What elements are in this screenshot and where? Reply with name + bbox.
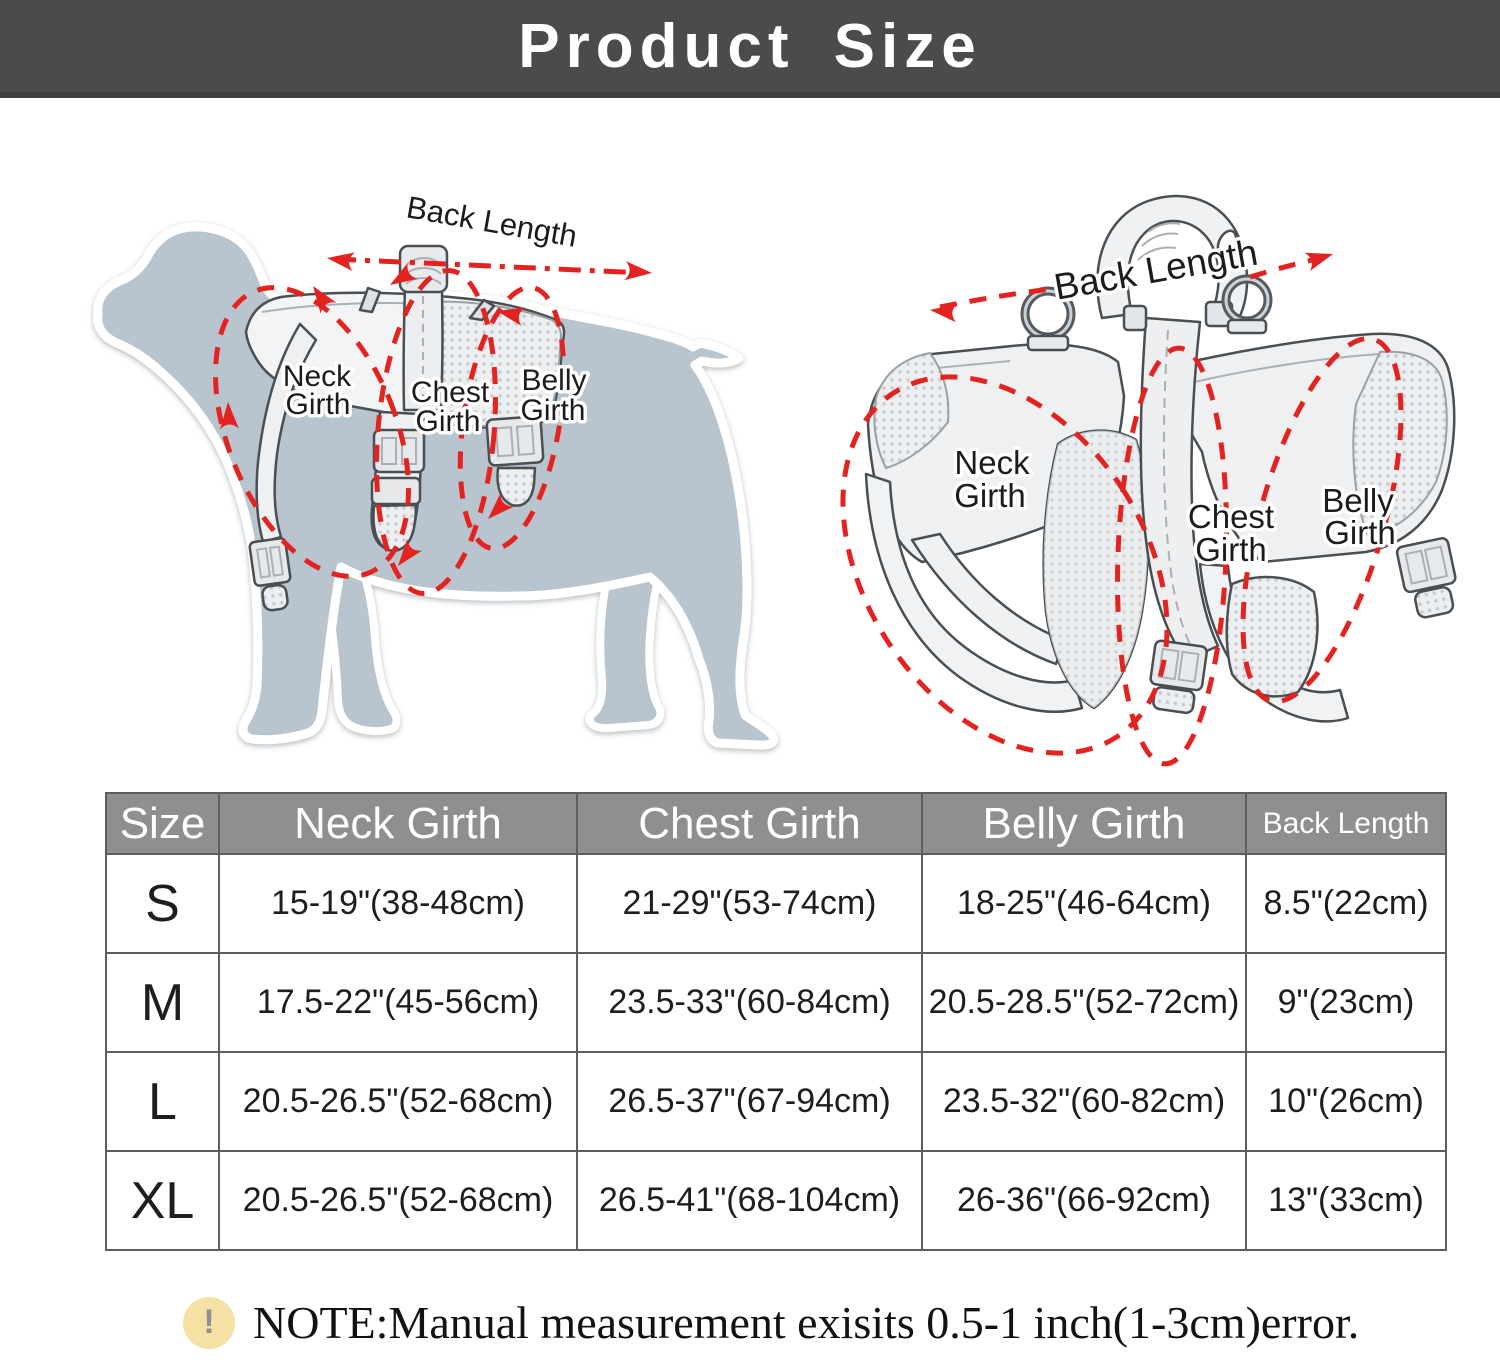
- size-xl-back-length: 13"(33cm): [1247, 1152, 1445, 1249]
- harness-neck-girth-label-line1: Neck: [954, 444, 1030, 481]
- size-m: M: [107, 954, 220, 1053]
- size-l-back-length: 10"(26cm): [1247, 1053, 1445, 1152]
- size-table-header-row: Size Neck Girth Chest Girth Belly Girth …: [107, 794, 1445, 855]
- table-row: XL 20.5-26.5"(52-68cm) 26.5-41"(68-104cm…: [107, 1152, 1445, 1249]
- size-l-chest-girth: 26.5-37"(67-94cm): [578, 1053, 923, 1152]
- size-m-chest-girth: 23.5-33"(60-84cm): [578, 954, 923, 1053]
- table-row: S 15-19"(38-48cm) 21-29"(53-74cm) 18-25"…: [107, 855, 1445, 954]
- size-s-back-length: 8.5"(22cm): [1247, 855, 1445, 954]
- dog-harness: [244, 244, 566, 612]
- size-m-belly-girth: 20.5-28.5"(52-72cm): [923, 954, 1247, 1053]
- size-xl-chest-girth: 26.5-41"(68-104cm): [578, 1152, 923, 1249]
- measurement-note: ! NOTE:Manual measurement exisits 0.5-1 …: [183, 1296, 1359, 1349]
- harness-chest-girth-label-line2: Girth: [1195, 531, 1267, 568]
- harness-belly-girth-label-line2: Girth: [1324, 514, 1396, 551]
- col-header-neck-girth: Neck Girth: [220, 794, 578, 855]
- dog-belly-girth-label-line1: Belly: [521, 364, 586, 397]
- measurement-diagrams: Back Length Neck Girth Chest Girth Belly…: [93, 186, 1457, 767]
- harness-belly-girth-label-line1: Belly: [1322, 482, 1394, 519]
- dog-neck-girth-label-line1: Neck: [283, 360, 352, 393]
- dog-silhouette-diagram: Back Length Neck Girth Chest Girth Belly…: [93, 186, 779, 750]
- dog-measurement-annotations: [213, 248, 653, 596]
- col-header-size: Size: [107, 794, 220, 855]
- size-m-back-length: 9"(23cm): [1247, 954, 1445, 1053]
- col-header-chest-girth: Chest Girth: [578, 794, 923, 855]
- size-s-belly-girth: 18-25"(46-64cm): [923, 855, 1247, 954]
- harness-chest-girth-label-line1: Chest: [1188, 498, 1274, 535]
- harness-diagram: Back Length Neck Girth Chest Girth Belly…: [840, 194, 1457, 767]
- size-s-neck-girth: 15-19"(38-48cm): [220, 855, 578, 954]
- harness-diagram-labels: Back Length Neck Girth Chest Girth Belly…: [951, 228, 1400, 571]
- size-xl-neck-girth: 20.5-26.5"(52-68cm): [220, 1152, 578, 1249]
- title-bar: Product Size: [0, 0, 1500, 98]
- dog-chest-girth-label-line2: Girth: [415, 405, 480, 438]
- size-l-neck-girth: 20.5-26.5"(52-68cm): [220, 1053, 578, 1152]
- dog-back-length-label: Back Length: [404, 189, 580, 253]
- size-s-chest-girth: 21-29"(53-74cm): [578, 855, 923, 954]
- exclamation-icon: !: [183, 1296, 235, 1349]
- harness-line-art: [864, 194, 1457, 723]
- dog-chest-girth-label-line1: Chest: [411, 376, 490, 409]
- table-row: L 20.5-26.5"(52-68cm) 26.5-37"(67-94cm) …: [107, 1053, 1445, 1152]
- size-xl-belly-girth: 26-36"(66-92cm): [923, 1152, 1247, 1249]
- dog-neck-girth-label-line2: Girth: [285, 388, 350, 421]
- size-table: Size Neck Girth Chest Girth Belly Girth …: [105, 792, 1447, 1251]
- size-l-belly-girth: 23.5-32"(60-82cm): [923, 1053, 1247, 1152]
- dog-belly-girth-label-line2: Girth: [520, 394, 585, 427]
- size-l: L: [107, 1053, 220, 1152]
- col-header-back-length: Back Length: [1247, 794, 1445, 855]
- harness-measurement-annotations: [840, 244, 1404, 767]
- note-text: NOTE:Manual measurement exisits 0.5-1 in…: [253, 1297, 1360, 1348]
- table-row: M 17.5-22"(45-56cm) 23.5-33"(60-84cm) 20…: [107, 954, 1445, 1053]
- col-header-belly-girth: Belly Girth: [923, 794, 1247, 855]
- harness-neck-girth-label-line2: Girth: [954, 477, 1026, 514]
- size-xl: XL: [107, 1152, 220, 1249]
- size-m-neck-girth: 17.5-22"(45-56cm): [220, 954, 578, 1053]
- size-s: S: [107, 855, 220, 954]
- page-title: Product Size: [518, 11, 982, 81]
- dog-far-hind-leg: [585, 552, 671, 733]
